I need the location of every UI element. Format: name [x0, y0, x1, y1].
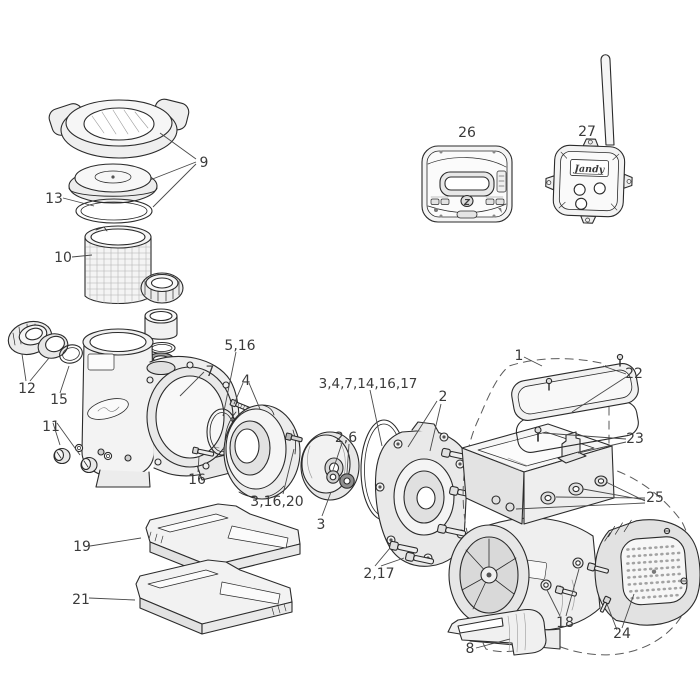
callout-2: 2 [439, 389, 448, 405]
callout-12: 12 [18, 381, 36, 397]
callout-2-6: 2,6 [335, 430, 357, 446]
callout-15: 15 [50, 392, 68, 408]
callout-13: 13 [45, 191, 63, 207]
callout-2-17: 2,17 [363, 566, 394, 582]
callout-3: 3 [317, 517, 326, 533]
callout-4: 4 [242, 373, 251, 389]
callout-8: 8 [466, 641, 475, 657]
motor-support-bracket [447, 608, 547, 656]
wireless-unit [545, 54, 633, 224]
callout-1: 1 [515, 348, 524, 364]
base-top [145, 503, 301, 577]
conduit-fitting [534, 426, 587, 464]
terminal-cover [511, 353, 639, 453]
strainer-basket [84, 225, 152, 305]
wireless-brand-underline [575, 173, 604, 175]
lid [68, 163, 158, 204]
fan-cover-hardware [540, 557, 610, 597]
union-o-ring [59, 344, 83, 364]
lid-clamp-ring [48, 98, 190, 159]
callout-24: 24 [613, 626, 631, 642]
callout-3-4-7-14-16-17: 3,4,7,14,16,17 [319, 376, 418, 392]
drain-plugs [53, 443, 113, 474]
base-bottom [135, 559, 293, 635]
callout-22: 22 [625, 366, 643, 382]
callout-23: 23 [626, 431, 644, 447]
bolt-16 [192, 446, 215, 457]
pipe-plug [144, 308, 178, 340]
leader-lines [21, 132, 646, 649]
impeller-screw [284, 432, 303, 443]
callout-10: 10 [54, 250, 72, 266]
callout-3-16-20: 3,16,20 [250, 494, 303, 510]
wireless-brand-label: Jandy [572, 163, 606, 175]
callout-27: 27 [578, 124, 596, 140]
callout-9: 9 [200, 155, 209, 171]
lid-o-ring [75, 198, 153, 224]
callout-19: 19 [73, 539, 91, 555]
diffuser [223, 404, 301, 500]
callout-11: 11 [42, 419, 60, 435]
shaft-seal [326, 470, 355, 489]
callout-18: 18 [556, 615, 574, 631]
callout-7: 7 [206, 364, 215, 380]
callout-26: 26 [458, 125, 476, 141]
controller-keypad [421, 145, 513, 223]
callout-5-16: 5,16 [224, 338, 255, 354]
callouts: 9 13 10 12 15 11 7 5,16 4 16 3,16,20 3 2… [18, 124, 664, 657]
fan-cover [594, 519, 700, 626]
callout-25: 25 [646, 490, 664, 506]
callout-21: 21 [72, 592, 90, 608]
controller-logo: Z [463, 198, 470, 207]
union-nut-top [140, 272, 184, 304]
callout-16: 16 [188, 472, 206, 488]
